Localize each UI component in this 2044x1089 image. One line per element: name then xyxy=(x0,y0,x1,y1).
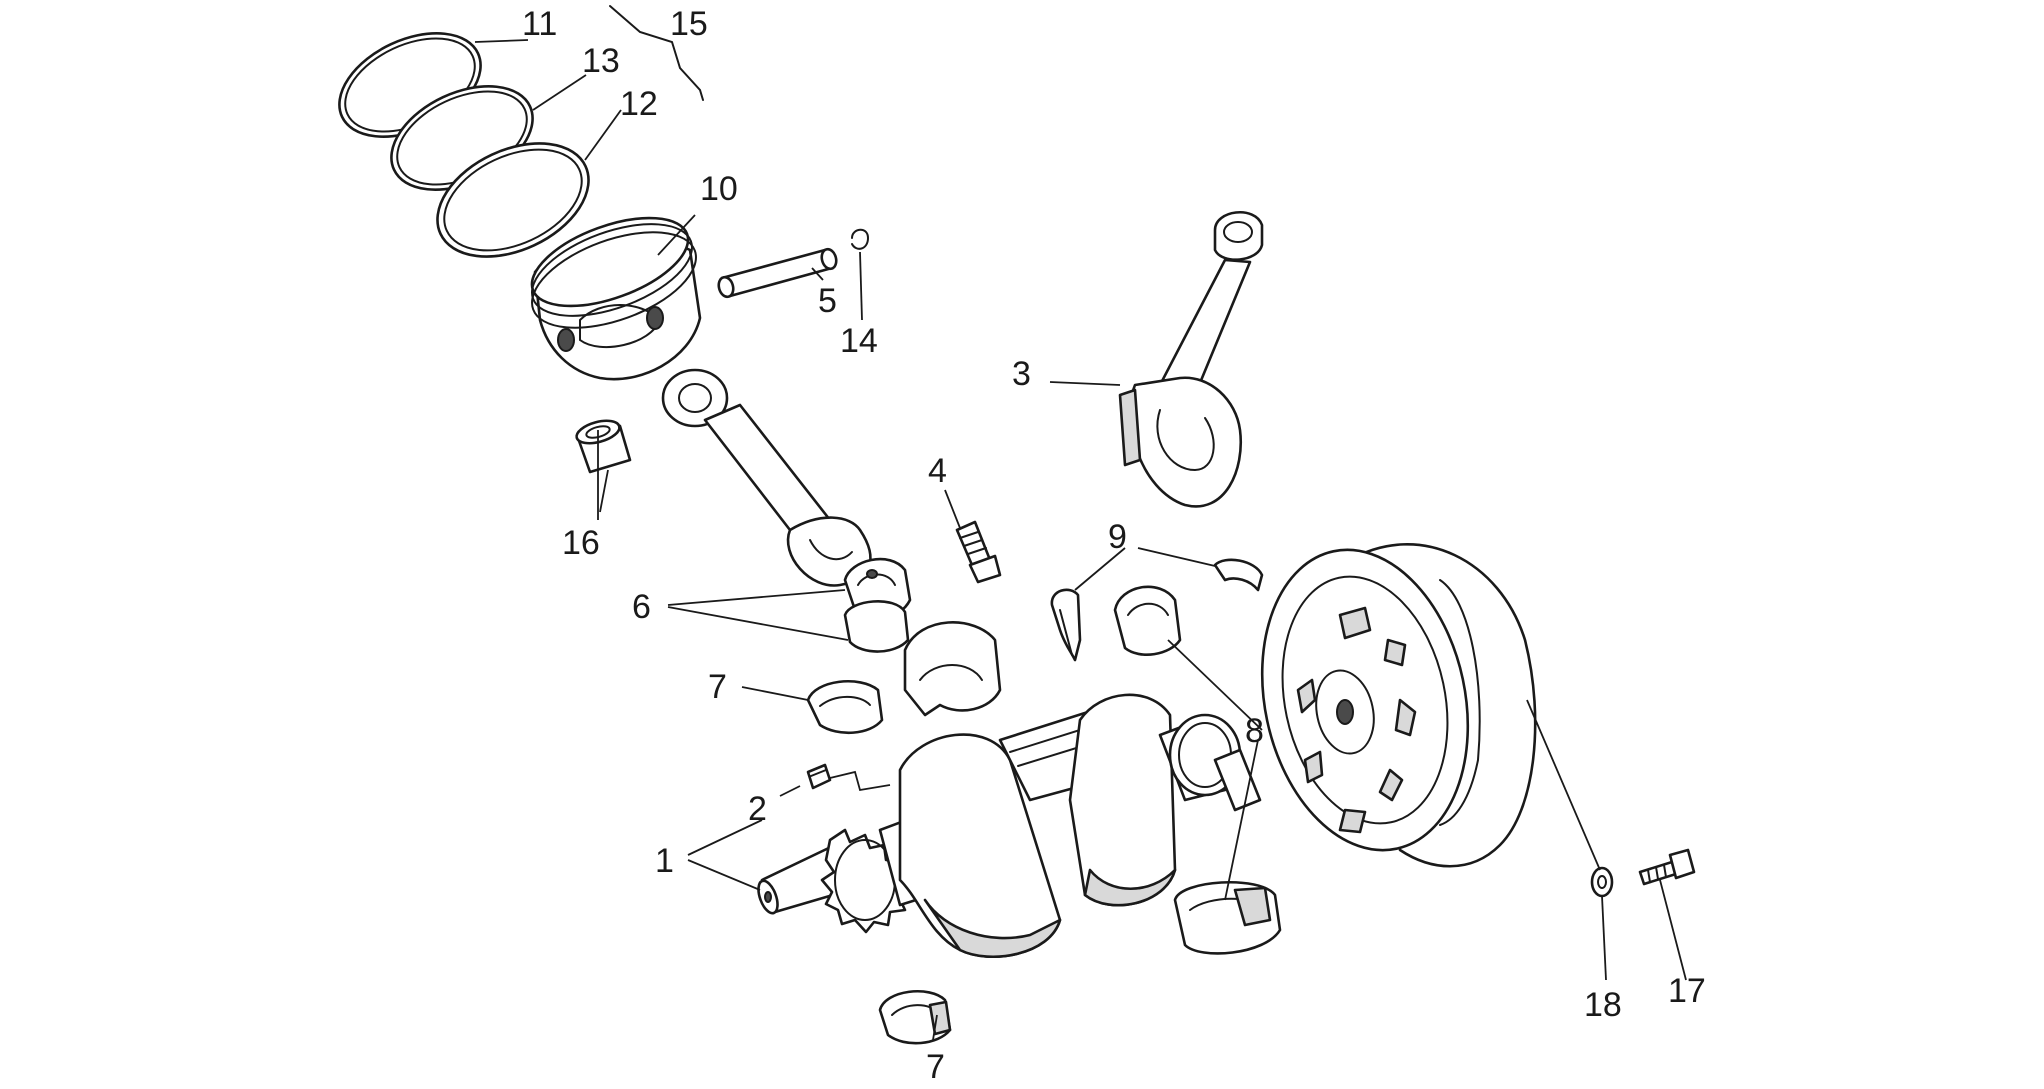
main-bearing-8-lower xyxy=(1173,880,1282,955)
crankshaft-1 xyxy=(757,693,1262,958)
small-end-bush-16 xyxy=(575,419,632,474)
callout-8: 8 xyxy=(1245,712,1264,750)
callout-10: 10 xyxy=(700,170,738,208)
callout-12: 12 xyxy=(620,85,658,123)
main-bearing-shell-7-lower xyxy=(878,989,952,1045)
callout-5: 5 xyxy=(818,282,837,320)
main-bearing-8-upper xyxy=(1113,585,1182,656)
connecting-rod-3 xyxy=(1118,211,1264,508)
callout-3: 3 xyxy=(1012,355,1031,393)
washer-18 xyxy=(1590,866,1614,898)
callout-17: 17 xyxy=(1668,972,1706,1010)
thrust-washer-9-right xyxy=(1213,558,1264,592)
callout-16: 16 xyxy=(562,524,600,562)
callout-14: 14 xyxy=(840,322,878,360)
thrust-washer-9-left xyxy=(1050,588,1082,662)
plug-2 xyxy=(806,763,832,790)
piston-10 xyxy=(530,216,702,381)
leader-lines xyxy=(474,39,1687,1041)
callout-11: 11 xyxy=(522,5,557,43)
main-bearing-shell-7-upper xyxy=(806,679,884,735)
callout-9: 9 xyxy=(1108,518,1127,556)
rod-cap xyxy=(903,621,1002,717)
big-end-shells-6 xyxy=(843,557,912,653)
callout-13: 13 xyxy=(582,42,620,80)
callout-4: 4 xyxy=(928,452,947,490)
circlip-14 xyxy=(851,228,870,250)
callout-6: 6 xyxy=(632,588,651,626)
callout-18: 18 xyxy=(1584,986,1622,1024)
callout-labels: 11 15 13 12 10 5 14 3 4 16 9 6 7 8 2 1 1… xyxy=(522,5,1706,1086)
flywheel xyxy=(1260,543,1537,868)
callout-7-upper: 7 xyxy=(708,668,727,706)
callout-7-lower: 7 xyxy=(926,1048,945,1084)
callout-15: 15 xyxy=(670,5,708,43)
wrist-pin-5 xyxy=(717,247,838,299)
circlip-15 xyxy=(609,5,704,101)
callout-2: 2 xyxy=(748,790,767,828)
bolt-4 xyxy=(955,520,1002,584)
connecting-rod-left xyxy=(661,368,872,587)
bolt-17 xyxy=(1638,848,1696,886)
callout-1: 1 xyxy=(655,842,674,880)
piston-ring-12 xyxy=(436,142,590,258)
